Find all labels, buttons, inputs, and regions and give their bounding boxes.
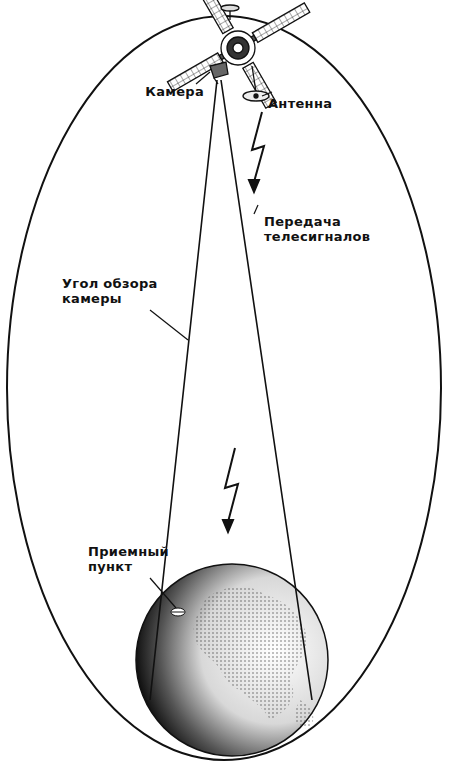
satellite [137,0,340,144]
label: Приемный пункт [88,544,174,574]
label: Передача телесигналов [264,214,374,244]
view-cone [150,80,312,700]
label: Угол обзора камеры [62,276,162,306]
earth [136,564,328,756]
orbit [7,16,441,760]
signal-arrow [223,112,264,532]
label: Антенна [268,96,358,111]
leader-line [150,72,272,608]
label: Камера [134,84,204,99]
